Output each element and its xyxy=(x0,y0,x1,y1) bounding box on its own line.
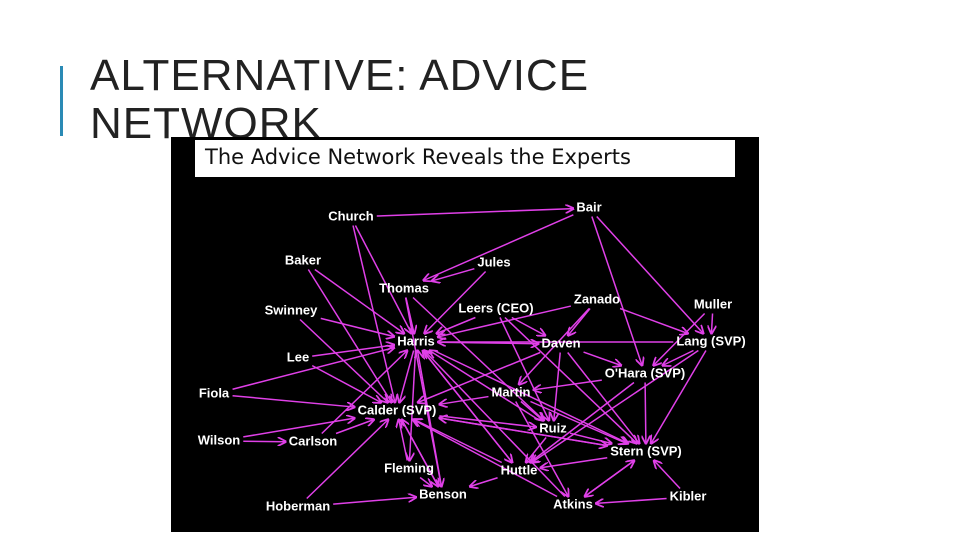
edge-swinney-to-harris xyxy=(320,317,394,336)
edge-zanado-to-daven xyxy=(568,308,591,336)
node-ohara: O'Hara (SVP) xyxy=(605,365,685,380)
node-daven: Daven xyxy=(541,335,580,350)
edge-kibler-to-stern xyxy=(654,461,681,490)
edge-ohara-to-stern xyxy=(645,382,646,444)
edge-zanado-to-martin xyxy=(519,307,590,385)
edge-zanado-to-harris xyxy=(438,305,572,337)
edge-church-to-calder xyxy=(352,225,395,403)
edge-baker-to-calder xyxy=(307,269,391,403)
node-jules: Jules xyxy=(477,254,510,269)
edge-calder-to-ruiz xyxy=(439,415,536,427)
edge-lang-to-huttle xyxy=(532,349,699,463)
node-fleming: Fleming xyxy=(384,460,434,475)
node-carlson: Carlson xyxy=(289,433,337,448)
node-kibler: Kibler xyxy=(670,488,707,503)
slide-title: ALTERNATIVE: ADVICE NETWORK xyxy=(90,51,590,148)
edge-kibler-to-atkins xyxy=(596,497,667,503)
edge-church-to-harris xyxy=(354,225,411,334)
edge-fleming-to-calder xyxy=(399,420,408,461)
node-martin: Martin xyxy=(492,384,531,399)
edge-bair-to-ohara xyxy=(591,216,642,366)
node-swinney: Swinney xyxy=(265,302,319,317)
edge-martin-to-atkins xyxy=(515,401,569,497)
edge-leers-to-stern xyxy=(504,316,637,444)
advice-network-figure: The Advice Network Reveals the Experts C… xyxy=(171,137,759,532)
node-lang: Lang (SVP) xyxy=(676,333,745,348)
edge-lee-to-calder xyxy=(311,364,381,403)
edge-atkins-to-harris xyxy=(424,351,566,498)
node-baker: Baker xyxy=(285,252,321,267)
edge-ohara-to-martin xyxy=(534,379,602,390)
node-benson: Benson xyxy=(419,486,467,501)
edge-huttle-to-calder xyxy=(414,420,503,464)
node-stern: Stern (SVP) xyxy=(610,443,682,458)
edge-daven-to-calder xyxy=(418,351,541,403)
edge-muller-to-lang xyxy=(711,313,712,334)
node-leers: Leers (CEO) xyxy=(458,300,533,315)
node-fiola: Fiola xyxy=(199,385,230,400)
edge-hoberman-to-calder xyxy=(306,420,388,500)
edge-fiola-to-harris xyxy=(232,348,395,390)
edge-ruiz-to-harris xyxy=(429,351,541,422)
node-harris: Harris xyxy=(397,333,435,348)
edge-jules-to-harris xyxy=(424,270,487,334)
edge-lee-to-harris xyxy=(312,345,394,357)
node-bair: Bair xyxy=(576,199,601,214)
edge-bair-to-lang xyxy=(596,215,704,334)
edge-fiola-to-calder xyxy=(232,394,355,407)
edge-ohara-to-huttle xyxy=(530,381,635,463)
edge-daven-to-stern xyxy=(567,352,640,444)
edge-lang-to-stern xyxy=(651,350,707,444)
edge-wilson-to-calder xyxy=(243,418,354,438)
edge-jules-to-thomas xyxy=(432,267,475,281)
edge-church-to-bair xyxy=(376,209,574,217)
edge-muller-to-ohara xyxy=(653,312,706,366)
edge-leers-to-daven xyxy=(511,316,545,336)
node-atkins: Atkins xyxy=(553,496,593,511)
edge-harris-to-stern xyxy=(433,349,628,444)
figure-banner: The Advice Network Reveals the Experts xyxy=(195,140,735,177)
edge-stern-to-huttle xyxy=(540,457,608,468)
edge-thomas-to-ruiz xyxy=(412,296,544,421)
title-accent-bar xyxy=(60,66,63,136)
edge-ruiz-to-stern xyxy=(569,432,612,443)
node-huttle: Huttle xyxy=(501,462,538,477)
edge-huttle-to-harris xyxy=(423,351,513,463)
edge-zanado-to-lang xyxy=(619,307,688,334)
node-ruiz: Ruiz xyxy=(539,420,567,435)
edge-harris-to-fleming xyxy=(409,350,417,461)
edge-daven-to-ohara xyxy=(583,351,622,365)
edge-martin-to-stern xyxy=(530,400,626,444)
edge-carlson-to-harris xyxy=(321,351,407,435)
edge-martin-to-ruiz xyxy=(520,400,543,421)
edge-benson-to-calder xyxy=(402,420,440,487)
node-zanado: Zanado xyxy=(574,291,620,306)
edge-martin-to-calder xyxy=(439,395,489,405)
edge-carlson-to-calder xyxy=(335,420,374,435)
edge-layer xyxy=(232,209,713,505)
node-church: Church xyxy=(328,208,374,223)
node-calder: Calder (SVP) xyxy=(358,402,437,417)
edge-fleming-to-benson xyxy=(419,476,432,487)
edge-huttle-to-benson xyxy=(470,477,498,487)
node-thomas: Thomas xyxy=(379,280,429,295)
edge-atkins-to-stern xyxy=(584,461,635,498)
edge-atkins-to-calder xyxy=(413,420,558,498)
edge-bair-to-thomas xyxy=(423,214,574,281)
node-muller: Muller xyxy=(694,296,732,311)
edge-leers-to-ruiz xyxy=(499,317,549,421)
edge-lang-to-ohara xyxy=(663,349,694,366)
node-lee: Lee xyxy=(287,349,309,364)
edge-ruiz-to-huttle xyxy=(526,437,547,463)
edge-hoberman-to-benson xyxy=(333,497,416,505)
edge-harris-to-calder xyxy=(399,350,415,403)
figure-banner-title: The Advice Network Reveals the Experts xyxy=(205,145,631,169)
edge-baker-to-harris xyxy=(314,268,404,334)
edge-stern-to-calder xyxy=(439,418,608,447)
node-wilson: Wilson xyxy=(198,432,241,447)
edge-benson-to-harris xyxy=(418,351,443,487)
node-hoberman: Hoberman xyxy=(266,498,330,513)
